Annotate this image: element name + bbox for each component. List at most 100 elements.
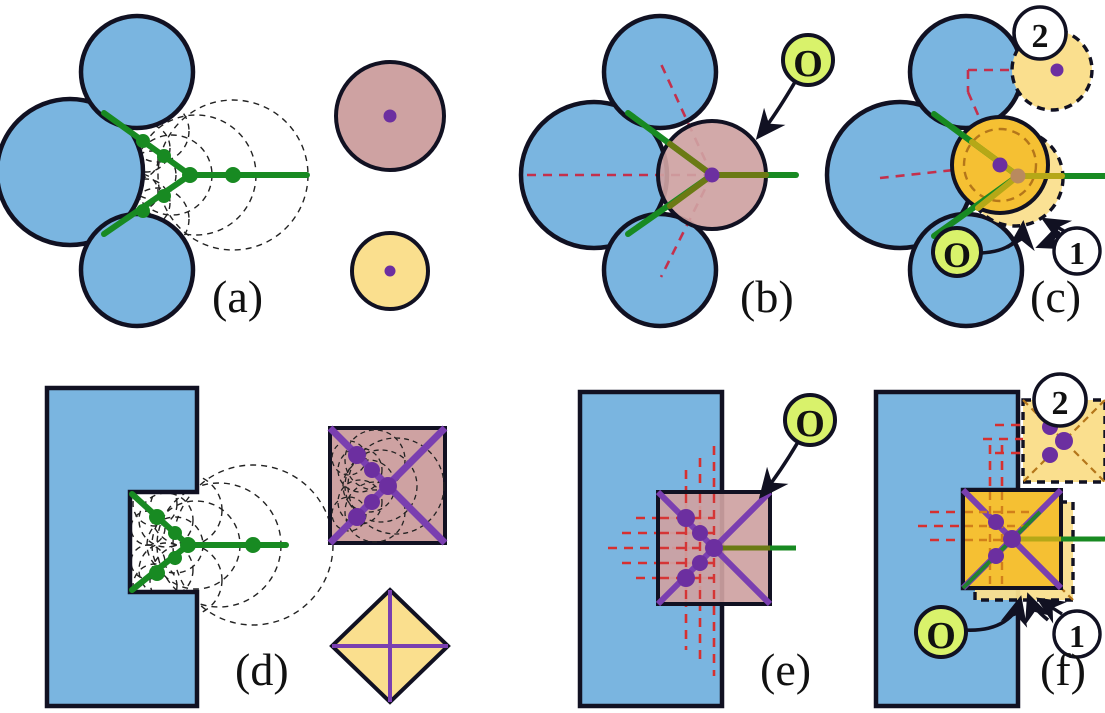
panel-f-copy-square-2-diagonals	[1022, 399, 1105, 483]
panel-f-badge1-arrow-b	[1025, 592, 1051, 626]
copy-disc-2-center-dot	[1050, 63, 1064, 77]
node	[348, 446, 366, 464]
badge-2-label: 2	[1032, 18, 1049, 55]
medial-node	[157, 189, 171, 203]
medial-node	[182, 167, 198, 183]
panel-d-medial-nodes	[149, 509, 261, 581]
panel-label-b: (b)	[740, 271, 794, 322]
grain-circle	[78, 211, 196, 329]
panel-label-e: (e)	[760, 644, 811, 695]
badge-2-label: 2	[1052, 385, 1069, 422]
grain-circle	[601, 13, 719, 131]
arc	[337, 479, 383, 525]
badge-1-circle	[1052, 609, 1102, 659]
panel-label-d: (d)	[235, 644, 289, 695]
diagonal-up	[1022, 399, 1105, 483]
panel-c-o-arrow	[979, 219, 1035, 255]
node	[988, 548, 1004, 564]
medial-branch-lower	[101, 172, 193, 237]
badge-1-label: 1	[1069, 235, 1085, 271]
panel-b-o-arrow	[755, 81, 797, 140]
panel-c-badge-1: 1	[1052, 226, 1102, 276]
o-badge-label: O	[943, 235, 971, 275]
panel-d: (d)	[44, 385, 451, 709]
panel-e-nodes	[677, 509, 723, 587]
panel-a-legend-yellow-circle	[350, 231, 430, 311]
node	[379, 477, 397, 495]
green-radius-lower-inside	[975, 173, 1021, 211]
green-radius-upper-inside	[667, 141, 715, 178]
panel-c-badge-2: 2	[1012, 5, 1068, 61]
o-badge-circle	[783, 393, 837, 447]
panel-b: O (b)	[518, 13, 835, 329]
node-center	[705, 539, 723, 557]
grain-circle	[0, 96, 146, 248]
panel-label-a: (a)	[212, 271, 263, 322]
panel-f-o-arrow	[963, 595, 1028, 632]
panel-a: (a)	[0, 13, 446, 329]
arc	[344, 449, 418, 523]
medial-node	[136, 134, 150, 148]
medial-node	[157, 149, 171, 163]
o-badge-label: O	[795, 403, 825, 445]
panel-f-o-badge: O	[914, 605, 968, 659]
green-radius-upper-inside	[969, 139, 1021, 179]
legend-yellow-center-dot	[384, 265, 396, 277]
panel-label-c: (c)	[1030, 271, 1081, 322]
panel-f-badge-2: 2	[1032, 372, 1088, 428]
legend-yellow-diamond-cross	[332, 590, 448, 702]
medial-node	[168, 551, 182, 565]
panel-f-green-diagonal	[961, 510, 1042, 590]
node	[677, 509, 695, 527]
node	[348, 508, 366, 526]
node	[364, 494, 380, 510]
arc	[344, 429, 406, 491]
disc-center-dot	[704, 167, 720, 183]
panel-b-green-radii-inside	[667, 141, 769, 209]
node	[1042, 447, 1058, 463]
node-center	[1003, 530, 1021, 548]
ghost-disc-center-dot	[1010, 168, 1026, 184]
panel-d-legend-rose-square	[327, 425, 448, 546]
o-badge-circle	[931, 226, 983, 278]
o-badge-circle	[914, 605, 968, 659]
panel-e-o-arrow	[758, 441, 800, 499]
medial-node	[136, 204, 150, 218]
diagonal-down	[1022, 399, 1105, 483]
o-badge-circle	[781, 33, 835, 87]
node-center	[1055, 432, 1073, 450]
badge-2-circle	[1012, 5, 1068, 61]
badge-1-label: 1	[1069, 618, 1085, 654]
panel-f-nodes	[988, 514, 1021, 564]
legend-rose-square-nodes	[348, 446, 397, 526]
medial-node	[149, 509, 165, 525]
transferred-disc-center-dot	[992, 157, 1008, 173]
panel-f-badge-1: 1	[1052, 609, 1102, 659]
panel-c-o-badge: O	[931, 226, 983, 278]
badge-2-circle	[1032, 372, 1088, 428]
inscribed-circle	[138, 542, 194, 598]
panel-c-badge1-arrow-b	[1040, 217, 1073, 244]
arc	[344, 481, 406, 543]
panel-b-o-badge: O	[781, 33, 835, 87]
inner-dashed-ring	[962, 127, 1038, 203]
panel-d-legend-yellow-diamond	[329, 587, 451, 705]
o-badge-label: O	[793, 43, 823, 85]
arc	[331, 496, 367, 532]
o-badge-label: O	[926, 615, 956, 657]
grain-circle	[601, 211, 719, 329]
panel-f: 2 1 O (f)	[873, 372, 1105, 709]
arc	[331, 440, 367, 476]
grain-circle	[78, 13, 196, 131]
green-radius-lower-inside	[667, 172, 715, 209]
grain-circle	[907, 13, 1025, 131]
legend-rose-center-dot	[383, 109, 397, 123]
node	[692, 525, 708, 541]
node	[364, 462, 380, 478]
panel-e-o-badge: O	[783, 393, 837, 447]
node	[692, 555, 708, 571]
medial-node	[180, 537, 196, 553]
panel-c: 2 1 O (c)	[824, 5, 1105, 329]
panel-a-legend-rose-circle	[334, 60, 446, 172]
